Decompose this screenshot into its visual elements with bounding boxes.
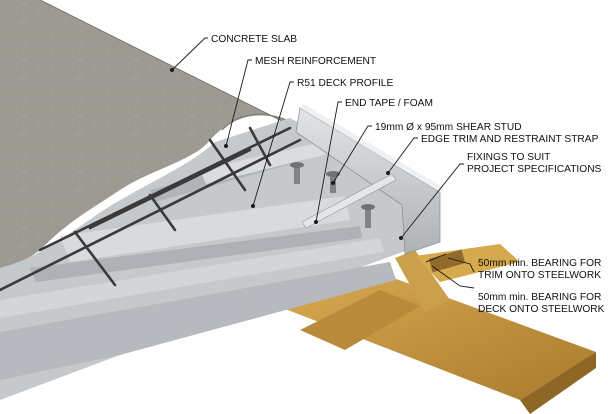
leader-lines bbox=[170, 37, 475, 289]
label-edge-trim: EDGE TRIM AND RESTRAINT STRAP bbox=[421, 134, 599, 145]
label-bearing-deck-line2: DECK ONTO STEELWORK bbox=[478, 304, 605, 315]
restraint-strap bbox=[301, 173, 397, 229]
label-concrete-slab: CONCRETE SLAB bbox=[211, 34, 297, 45]
label-end-tape: END TAPE / FOAM bbox=[345, 98, 433, 109]
label-bearing-deck-line1: 50mm min. BEARING FOR bbox=[478, 292, 601, 303]
mesh-reinforcement bbox=[0, 126, 302, 292]
label-shear-stud: 19mm Ø x 95mm SHEAR STUD bbox=[375, 122, 522, 133]
label-deck-profile: R51 DECK PROFILE bbox=[297, 78, 393, 89]
label-fixings-line2: PROJECT SPECIFICATIONS bbox=[467, 164, 602, 175]
edge-trim bbox=[295, 104, 444, 255]
label-bearing-trim-line1: 50mm min. BEARING FOR bbox=[478, 258, 601, 269]
label-bearing-trim-line2: TRIM ONTO STEELWORK bbox=[478, 270, 601, 281]
bearing-plate bbox=[428, 249, 466, 273]
label-mesh-reinforcement: MESH REINFORCEMENT bbox=[255, 56, 376, 67]
label-fixings-line1: FIXINGS TO SUIT bbox=[467, 152, 550, 163]
